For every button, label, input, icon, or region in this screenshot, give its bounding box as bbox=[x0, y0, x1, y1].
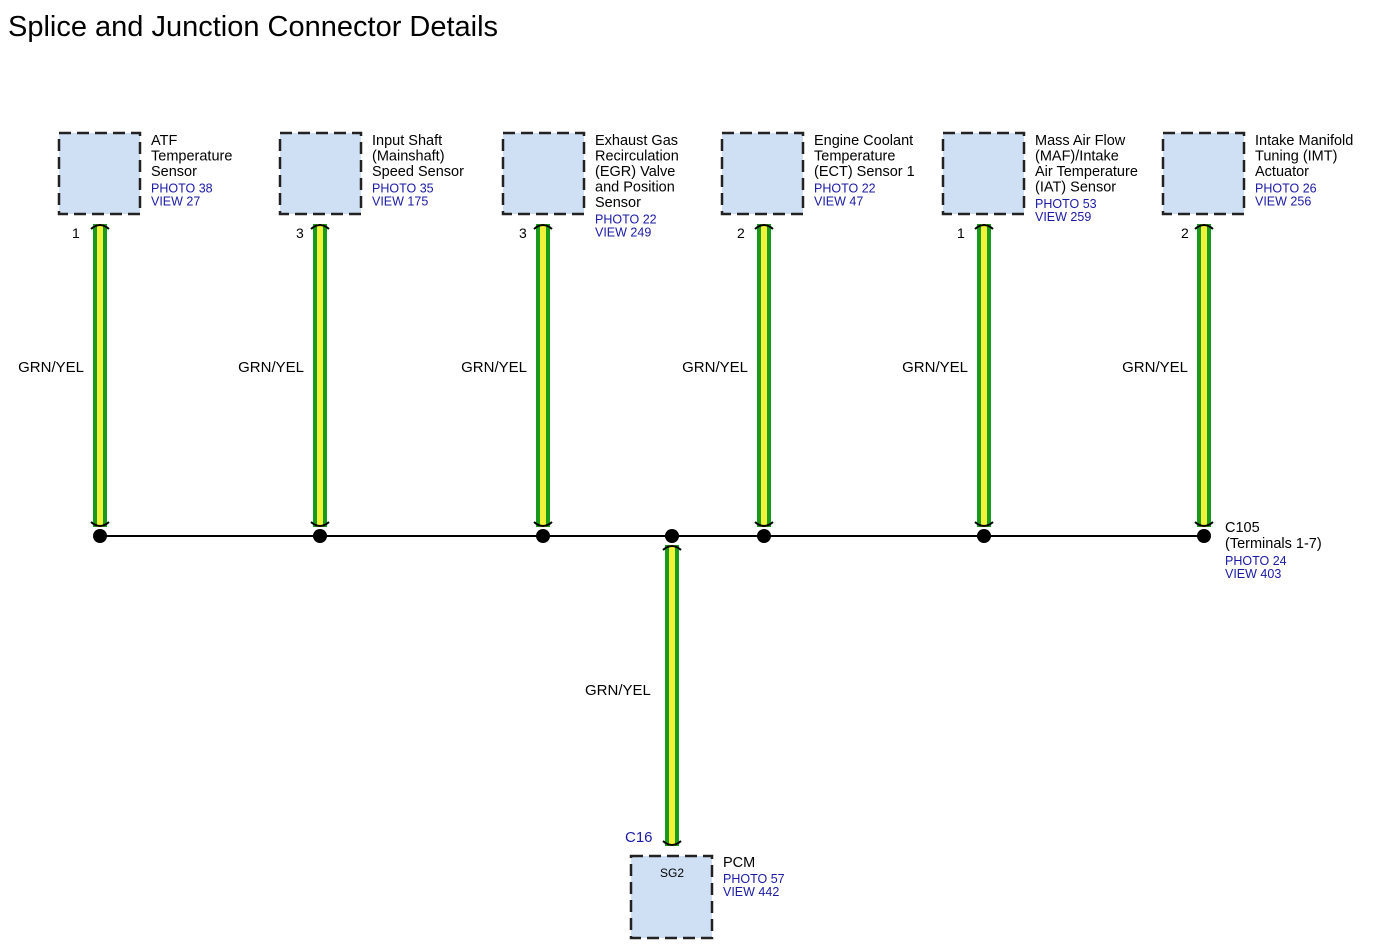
wire-color-label: GRN/YEL bbox=[238, 359, 304, 376]
wire-color-label: GRN/YEL bbox=[461, 359, 527, 376]
component-2: Input Shaft(Mainshaft)Speed SensorPHOTO … bbox=[238, 131, 464, 543]
splice-dot bbox=[536, 529, 550, 543]
wire-segment bbox=[754, 224, 774, 527]
component-box[interactable] bbox=[941, 131, 1026, 216]
component-box[interactable] bbox=[720, 131, 805, 216]
pcm-wire bbox=[662, 545, 682, 846]
component-name-line: (Mainshaft) bbox=[372, 149, 445, 165]
component-view-ref[interactable]: VIEW 175 bbox=[372, 195, 428, 209]
component-name-line: (EGR) Valve bbox=[595, 164, 675, 180]
component-photo-ref[interactable]: PHOTO 53 bbox=[1035, 197, 1097, 211]
pin-number: 3 bbox=[296, 225, 304, 241]
component-box[interactable] bbox=[501, 131, 586, 216]
component-view-ref[interactable]: VIEW 249 bbox=[595, 226, 651, 240]
component-box[interactable] bbox=[57, 131, 142, 216]
pin-number: 2 bbox=[737, 225, 745, 241]
wire-segment bbox=[974, 224, 994, 527]
component-name-line: ATF bbox=[151, 133, 177, 149]
component-name-line: Air Temperature bbox=[1035, 164, 1138, 180]
pcm-wire-color-label: GRN/YEL bbox=[585, 682, 651, 699]
component-name-line: Sensor bbox=[595, 195, 641, 211]
component-box[interactable] bbox=[1161, 131, 1246, 216]
component-box[interactable] bbox=[278, 131, 363, 216]
splice-dot bbox=[313, 529, 327, 543]
component-name-line: Actuator bbox=[1255, 164, 1309, 180]
component-name-line: Engine Coolant bbox=[814, 133, 913, 149]
junction-detail: (Terminals 1-7) bbox=[1225, 536, 1322, 552]
junction-view[interactable]: VIEW 403 bbox=[1225, 567, 1281, 581]
component-name-line: Intake Manifold bbox=[1255, 133, 1353, 149]
component-view-ref[interactable]: VIEW 256 bbox=[1255, 195, 1311, 209]
component-name-line: Input Shaft bbox=[372, 133, 442, 149]
wire-color-label: GRN/YEL bbox=[1122, 359, 1188, 376]
component-view-ref[interactable]: VIEW 27 bbox=[151, 195, 200, 209]
splice-dot bbox=[665, 529, 679, 543]
component-name-line: Temperature bbox=[151, 149, 232, 165]
wire-color-label: GRN/YEL bbox=[682, 359, 748, 376]
pin-number: 2 bbox=[1181, 225, 1189, 241]
component-photo-ref[interactable]: PHOTO 22 bbox=[595, 213, 657, 227]
component-name-line: and Position bbox=[595, 180, 675, 196]
pin-number: 3 bbox=[519, 225, 527, 241]
splice-dot bbox=[757, 529, 771, 543]
component-photo-ref[interactable]: PHOTO 38 bbox=[151, 182, 213, 196]
component-name-line: Temperature bbox=[814, 149, 895, 165]
pin-number: 1 bbox=[72, 225, 80, 241]
wire-color-label: GRN/YEL bbox=[18, 359, 84, 376]
component-photo-ref[interactable]: PHOTO 26 bbox=[1255, 182, 1317, 196]
component-photo-ref[interactable]: PHOTO 22 bbox=[814, 182, 876, 196]
pcm-terminal-label: SG2 bbox=[660, 866, 684, 880]
component-name-line: Recirculation bbox=[595, 149, 679, 165]
component-name-line: Exhaust Gas bbox=[595, 133, 678, 149]
splice-dot bbox=[93, 529, 107, 543]
component-name-line: (IAT) Sensor bbox=[1035, 180, 1116, 196]
pcm-connector-label: C16 bbox=[625, 829, 653, 846]
splice-dot bbox=[977, 529, 991, 543]
page-title: Splice and Junction Connector Details bbox=[8, 11, 498, 43]
component-name-line: (ECT) Sensor 1 bbox=[814, 164, 915, 180]
junction-name: C105 bbox=[1225, 520, 1260, 536]
wire-segment bbox=[90, 224, 110, 527]
component-name-line: (MAF)/Intake bbox=[1035, 149, 1119, 165]
pcm-view[interactable]: VIEW 442 bbox=[723, 885, 779, 899]
wire-color-label: GRN/YEL bbox=[902, 359, 968, 376]
splice-dot bbox=[1197, 529, 1211, 543]
junction-photo[interactable]: PHOTO 24 bbox=[1225, 554, 1287, 568]
component-name-line: Sensor bbox=[151, 164, 197, 180]
pcm-box[interactable] bbox=[629, 854, 714, 940]
wire-segment bbox=[1194, 224, 1214, 527]
component-name-line: Speed Sensor bbox=[372, 164, 464, 180]
component-photo-ref[interactable]: PHOTO 35 bbox=[372, 182, 434, 196]
wire-segment bbox=[533, 224, 553, 527]
component-view-ref[interactable]: VIEW 259 bbox=[1035, 210, 1091, 224]
pcm-name: PCM bbox=[723, 855, 755, 871]
pcm-photo[interactable]: PHOTO 57 bbox=[723, 872, 785, 886]
component-view-ref[interactable]: VIEW 47 bbox=[814, 195, 863, 209]
wire-segment bbox=[310, 224, 330, 527]
pin-number: 1 bbox=[957, 225, 965, 241]
component-name-line: Mass Air Flow bbox=[1035, 133, 1126, 149]
component-name-line: Tuning (IMT) bbox=[1255, 149, 1337, 165]
pcm-wire-segment bbox=[662, 545, 682, 846]
